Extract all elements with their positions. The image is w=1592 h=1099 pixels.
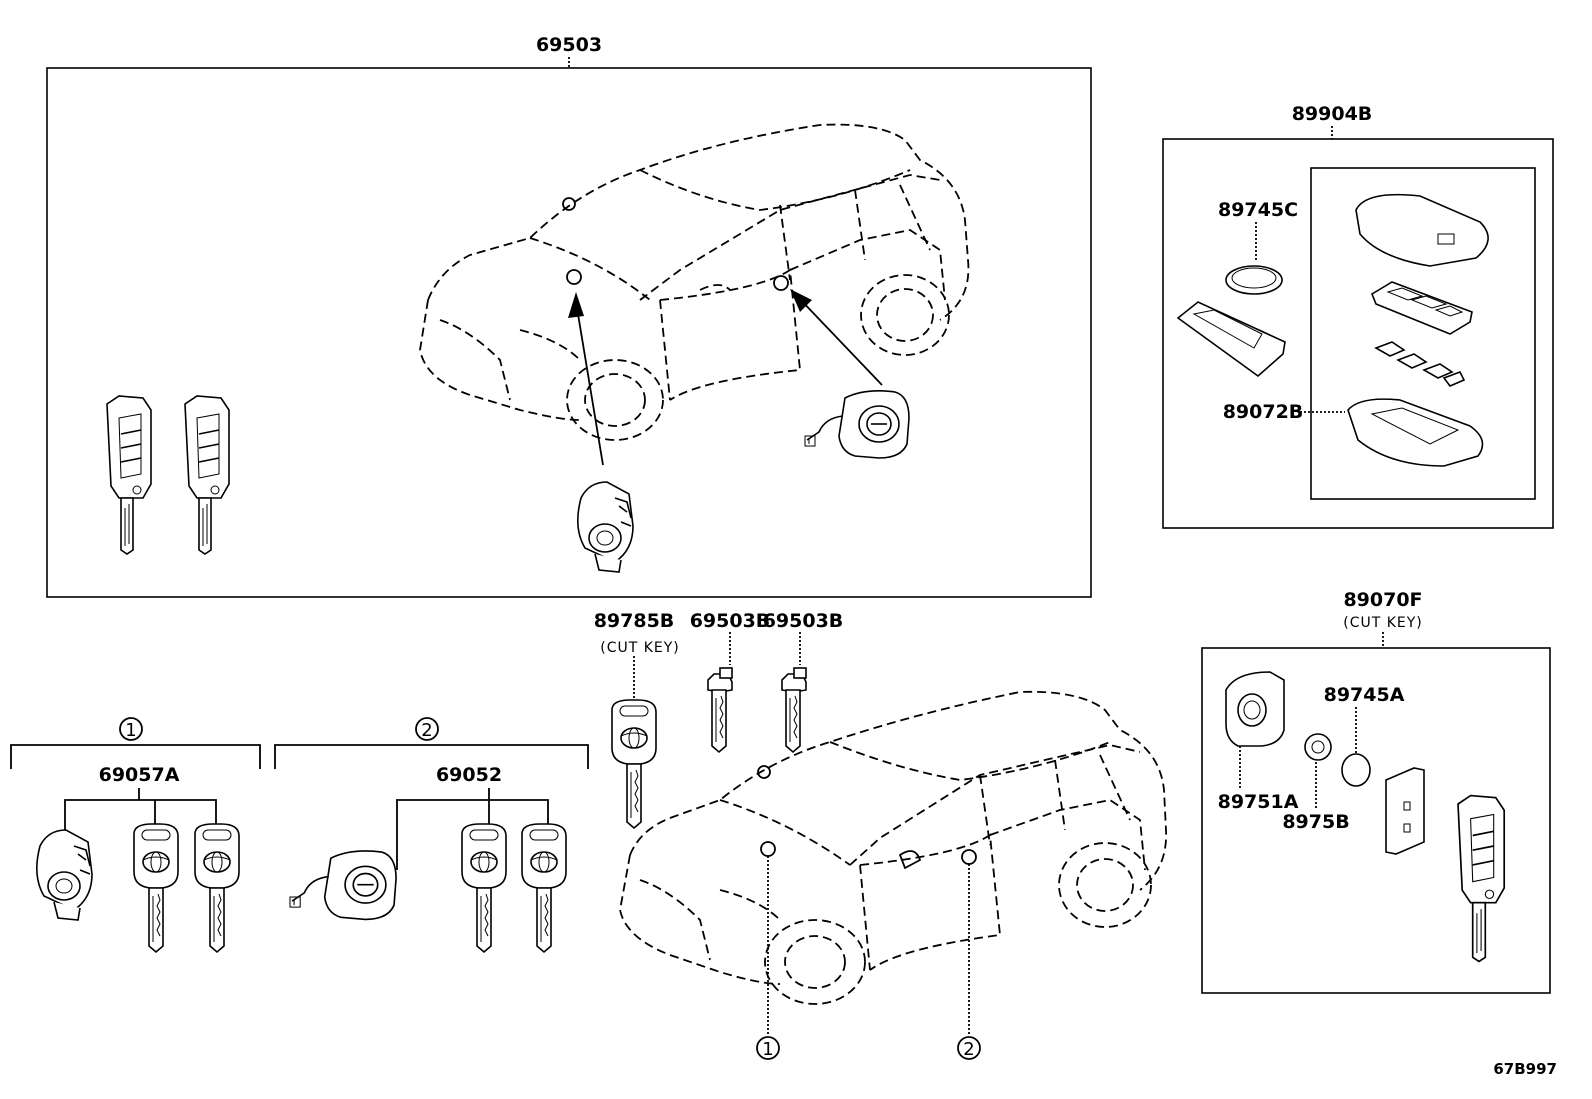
door-cylinder-top	[804, 390, 910, 459]
callout-89745a: 89745A	[1324, 684, 1405, 706]
vehicle-outline-bottom: 1 2	[619, 690, 1167, 1060]
callout-69503b-2: 69503B	[763, 610, 844, 632]
button-pieces	[1374, 341, 1466, 387]
callout-69503b-1: 69503B	[690, 610, 771, 632]
flip-key-2	[184, 395, 230, 555]
group-2-marker: 2	[421, 720, 432, 741]
assembly-69503-box: 69503	[46, 34, 1092, 598]
button-pad	[1371, 281, 1473, 335]
callout-69057a: 69057A	[99, 764, 180, 786]
vehicle-outline-top	[419, 123, 970, 441]
clip-8975b	[1304, 733, 1332, 761]
flip-key-89070f	[1457, 794, 1506, 963]
pointer-arrows-top	[568, 289, 883, 466]
cut-key-note-right: (CUT KEY)	[1343, 615, 1423, 631]
callout-89785b: 89785B	[594, 610, 675, 632]
callout-69052: 69052	[436, 764, 502, 786]
cut-key-note-left: (CUT KEY)	[600, 640, 680, 656]
flip-key-1	[106, 395, 152, 555]
car-marker-2: 2	[963, 1039, 974, 1060]
coin-battery-a	[1341, 753, 1371, 787]
key-blade-69503b-2: 69503B	[763, 610, 844, 753]
callout-8975b: 8975B	[1282, 811, 1349, 833]
callout-69503: 69503	[536, 34, 602, 56]
callout-89072b: 89072B	[1223, 401, 1304, 423]
group-1-marker: 1	[125, 720, 136, 741]
group-2-69052: 2 69052	[274, 717, 589, 953]
key-case-b	[1347, 398, 1484, 467]
callout-89904b: 89904B	[1292, 103, 1373, 125]
cut-key-89070f-box: 89070F (CUT KEY) 89751A 8975B 89745A	[1201, 589, 1551, 994]
group-1-69057a: 1 69057A	[10, 717, 261, 953]
transponder-board	[1385, 767, 1425, 855]
coin-battery-c	[1225, 265, 1283, 295]
circuit-board-b	[1176, 301, 1286, 378]
callout-89751a: 89751A	[1218, 791, 1299, 813]
assembly-frame	[46, 67, 1092, 598]
key-shell-top	[1355, 193, 1489, 267]
ignition-cylinder-top	[576, 481, 634, 573]
key-cover-89751a	[1225, 671, 1285, 747]
cut-key-89785b: 89785B (CUT KEY)	[594, 610, 680, 829]
key-blade-69503b-1: 69503B	[690, 610, 771, 753]
key-case-set-box: 89904B 89745C 89072B	[1162, 103, 1554, 529]
diagram-ref-code: 67B997	[1493, 1060, 1557, 1078]
callout-89745c: 89745C	[1218, 199, 1298, 221]
car-marker-1: 1	[762, 1039, 773, 1060]
callout-89070f: 89070F	[1343, 589, 1422, 611]
